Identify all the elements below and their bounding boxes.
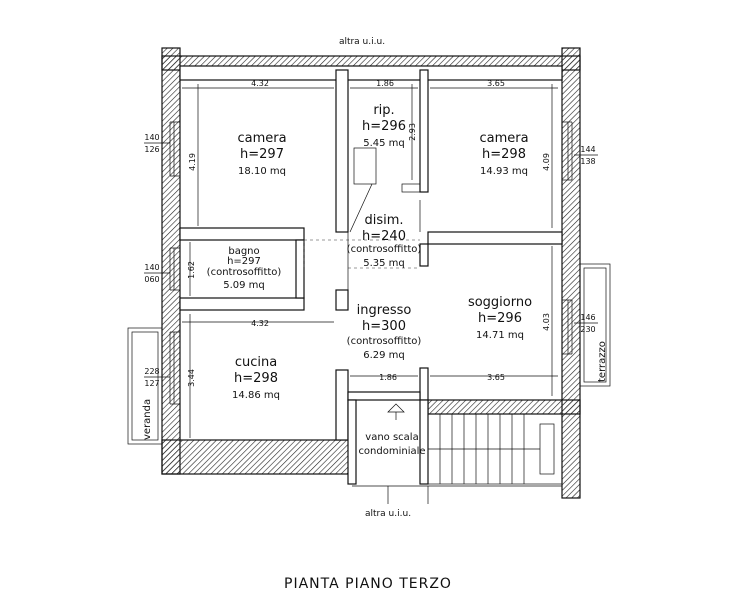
room-disim-name: disim.: [364, 213, 403, 228]
opening-right2-top: 146: [580, 313, 595, 322]
left-windows: [169, 121, 180, 405]
right-windows: [562, 121, 573, 355]
stair-label-line1: vano scala: [365, 432, 418, 443]
opening-left2-top: 140: [144, 263, 159, 272]
veranda-label: veranda: [142, 399, 153, 440]
room-ingresso-height: h=300: [362, 319, 406, 334]
room-disim-area: 5.35 mq: [363, 258, 405, 269]
room-camera2-area: 14.93 mq: [480, 166, 528, 177]
opening-right1-top: 144: [580, 145, 595, 154]
room-disim-note: (controsoffitto): [347, 244, 422, 255]
stair-well: [387, 403, 563, 485]
room-camera2-name: camera: [479, 131, 528, 146]
dim-cucina-height: 3.44: [187, 369, 196, 387]
room-bagno-height: h=297: [227, 256, 261, 267]
neighbor-top-label: altra u.i.u.: [339, 37, 385, 47]
opening-right1-bot: 138: [580, 157, 595, 166]
outer-walls: [161, 47, 581, 499]
dim-rip-height: 2.93: [408, 123, 417, 141]
room-disim-height: h=240: [362, 229, 406, 244]
room-soggiorno-area: 14.71 mq: [476, 330, 524, 341]
dim-ingresso-width: 1.86: [379, 373, 397, 382]
dim-camera2-height: 4.09: [542, 153, 551, 171]
terrazzo-label: terrazzo: [597, 341, 608, 382]
neighbor-bottom-label: altra u.i.u.: [365, 509, 411, 519]
room-soggiorno-name: soggiorno: [468, 295, 532, 310]
room-ingresso-name: ingresso: [357, 303, 412, 318]
dim-camera2-width: 3.65: [487, 79, 505, 88]
room-camera1-name: camera: [237, 131, 286, 146]
opening-left3-bot: 127: [144, 379, 159, 388]
room-ingresso-note: (controsoffitto): [347, 336, 422, 347]
opening-left3-top: 228: [144, 367, 159, 376]
dim-bagno-height: 1.62: [187, 261, 196, 279]
opening-right2-bot: 230: [580, 325, 595, 334]
opening-left1-bot: 126: [144, 145, 159, 154]
dim-soggiorno-width: 3.65: [487, 373, 505, 382]
room-rip-area: 5.45 mq: [363, 138, 405, 149]
dim-soggiorno-height: 4.03: [542, 313, 551, 331]
opening-left1-top: 140: [144, 133, 159, 142]
room-bagno-note: (controsoffitto): [207, 267, 282, 278]
room-rip-name: rip.: [373, 103, 394, 118]
room-camera1-height: h=297: [240, 147, 284, 162]
interior-walls: [179, 65, 563, 485]
room-cucina-name: cucina: [235, 355, 277, 370]
stair-label-line2: condominiale: [358, 446, 425, 457]
room-rip-height: h=296: [362, 119, 406, 134]
dim-camera1-height: 4.19: [188, 153, 197, 171]
room-camera1-area: 18.10 mq: [238, 166, 286, 177]
plan-title: PIANTA PIANO TERZO: [284, 576, 452, 592]
room-cucina-height: h=298: [234, 371, 278, 386]
room-ingresso-area: 6.29 mq: [363, 350, 405, 361]
room-camera2-height: h=298: [482, 147, 526, 162]
terrazzo: [579, 263, 611, 387]
dim-cucina-width: 4.32: [251, 319, 269, 328]
room-bagno-name: bagno: [228, 246, 259, 257]
room-cucina-area: 14.86 mq: [232, 390, 280, 401]
door-details: [303, 147, 421, 290]
opening-left2-bot: 060: [144, 275, 159, 284]
room-soggiorno-height: h=296: [478, 311, 522, 326]
room-bagno-area: 5.09 mq: [223, 280, 265, 291]
veranda: [127, 327, 163, 445]
dim-camera1-width: 4.32: [251, 79, 269, 88]
dim-rip-width: 1.86: [376, 79, 394, 88]
dimension-lines: [182, 84, 558, 438]
